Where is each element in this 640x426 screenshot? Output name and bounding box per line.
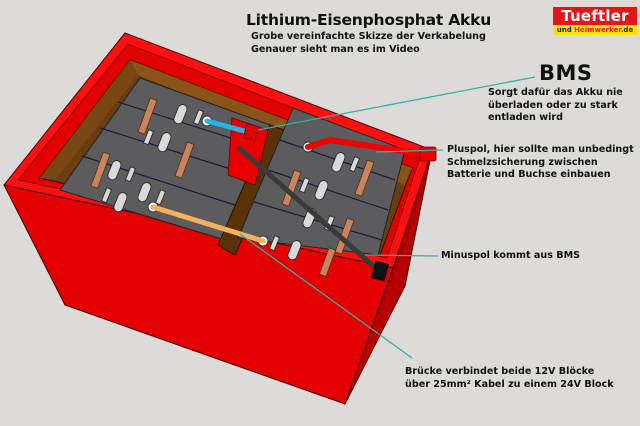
minuspol-annotation: Minuspol kommt aus BMS xyxy=(441,250,581,261)
logo-bottom-text: und Heimwerker.de xyxy=(553,25,637,35)
leader-pluspol xyxy=(375,149,444,153)
minus-socket xyxy=(370,260,390,282)
subtitle-line-2: Genauer sieht man es im Video xyxy=(251,43,420,55)
bms-annotation: Sorgt dafür das Akku nie überladen oder … xyxy=(488,87,623,123)
bridge-cable xyxy=(150,204,266,244)
pluspol-annotation: Pluspol, hier sollte man unbedingt Schme… xyxy=(447,144,634,180)
bms-heading: BMS xyxy=(539,61,593,85)
left-battery-block xyxy=(59,77,271,241)
leader-bms xyxy=(257,76,536,131)
brand-logo[interactable]: Tueftler und Heimwerker.de xyxy=(553,7,637,35)
leader-bruecke xyxy=(239,233,413,359)
subtitle-line-1: Grobe vereinfachte Skizze der Verkabelun… xyxy=(251,31,486,42)
plus-socket xyxy=(419,146,437,162)
plus-cable xyxy=(305,137,433,158)
page-title: Lithium-Eisenphosphat Akku xyxy=(246,11,492,29)
logo-top-text: Tueftler xyxy=(553,7,637,25)
leader-minuspol xyxy=(364,254,439,257)
bruecke-annotation: Brücke verbindet beide 12V Blöcke über 2… xyxy=(405,366,614,390)
minus-cable xyxy=(236,145,380,272)
subtitle: Grobe vereinfachte Skizze der Verkabelun… xyxy=(251,31,486,56)
bms-cable xyxy=(204,118,251,135)
